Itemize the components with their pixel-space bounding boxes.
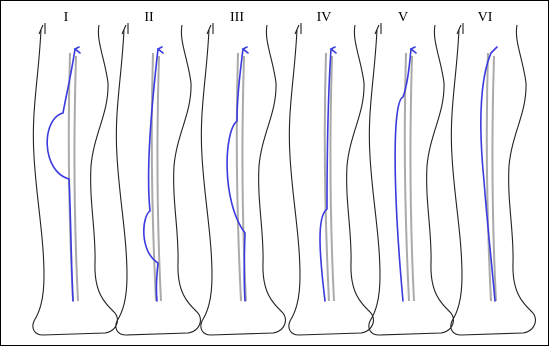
hip-marks — [457, 23, 463, 34]
blue-vessel-cap — [75, 47, 80, 53]
leg-outline-back — [201, 29, 212, 335]
hip-marks — [39, 23, 45, 34]
leg-outline-front — [126, 25, 200, 335]
leg-outline-back — [451, 29, 462, 335]
grey-vessel-1 — [410, 56, 414, 301]
leg-outline-front — [461, 25, 535, 335]
blue-vessel-cap — [411, 47, 416, 53]
leg-panel-5 — [369, 23, 454, 335]
blue-vessel — [395, 49, 411, 301]
leg-outline-back — [289, 29, 300, 335]
leg-outline-front — [211, 25, 285, 335]
leg-outline-front — [43, 25, 117, 335]
leg-outline-back — [369, 29, 380, 335]
hip-marks — [375, 23, 381, 34]
leg-outline-front — [299, 25, 373, 335]
leg-panel-3 — [201, 23, 286, 335]
grey-vessel-1 — [330, 56, 334, 301]
hip-marks — [295, 23, 301, 34]
leg-panel-1 — [33, 23, 118, 335]
blue-vessel-cap — [243, 47, 248, 53]
blue-vessel — [47, 49, 75, 301]
blue-vessel-cap — [158, 47, 163, 53]
grey-vessel-2 — [487, 53, 491, 301]
blue-vessel-cap — [331, 47, 336, 53]
grey-vessel-1 — [492, 56, 496, 301]
grey-vessel-1 — [74, 56, 78, 301]
leg-panel-2 — [116, 23, 201, 335]
leg-outline-back — [33, 29, 44, 335]
leg-panel-6 — [451, 23, 536, 335]
blue-vessel — [144, 49, 158, 301]
hip-marks — [207, 23, 213, 34]
leg-outline-back — [116, 29, 127, 335]
hip-marks — [122, 23, 128, 34]
leg-panel-4 — [289, 23, 374, 335]
blue-vessel-cap — [491, 47, 497, 53]
leg-outline-front — [379, 25, 453, 335]
